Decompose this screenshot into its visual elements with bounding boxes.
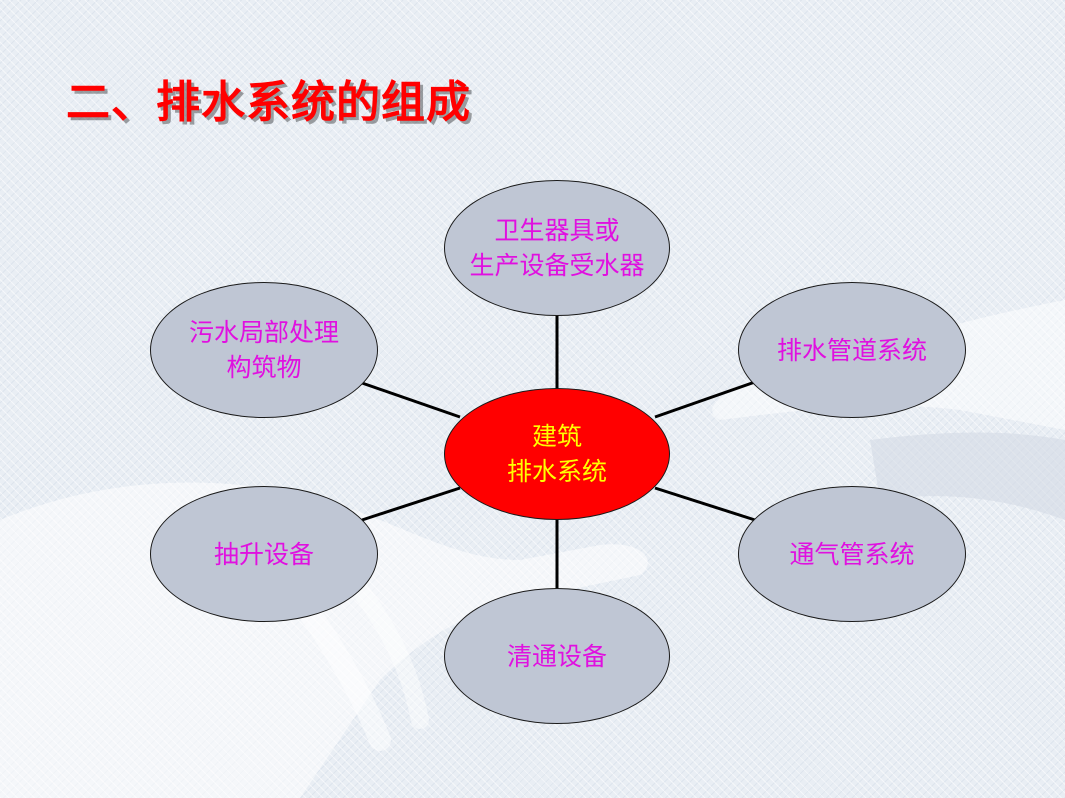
node-label: 污水局部处理 构筑物 — [188, 318, 339, 382]
node-label: 通气管系统 — [789, 539, 915, 569]
node-label: 清通设备 — [506, 641, 607, 671]
connector-top-left — [361, 381, 461, 419]
node-lifting-equipment: 抽升设备 — [150, 486, 378, 622]
page-title: 二、排水系统的组成 — [66, 77, 471, 128]
node-cleaning-equipment: 清通设备 — [444, 588, 670, 724]
node-label: 卫生器具或 生产设备受水器 — [469, 216, 645, 280]
connector-bottom-left — [361, 486, 461, 522]
connector-top-right — [654, 380, 756, 419]
center-node-label: 建筑 排水系统 — [506, 422, 607, 486]
node-local-sewage-treatment: 污水局部处理 构筑物 — [150, 282, 378, 418]
node-label: 抽升设备 — [213, 539, 314, 569]
connector-bottom-right — [654, 486, 756, 522]
node-drainage-pipe-system: 排水管道系统 — [738, 282, 966, 418]
node-vent-pipe-system: 通气管系统 — [738, 486, 966, 622]
center-node-building-drainage: 建筑 排水系统 — [444, 388, 670, 520]
node-label: 排水管道系统 — [776, 335, 927, 365]
node-sanitary-fixtures: 卫生器具或 生产设备受水器 — [444, 180, 670, 316]
